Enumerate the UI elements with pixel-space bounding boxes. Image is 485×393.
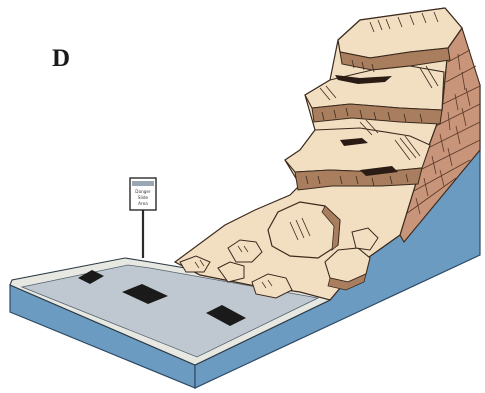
sign-text-line-2: Slide: [138, 195, 149, 200]
road-sign: Danger Slide Area: [130, 178, 156, 258]
sign-text-line-1: Danger: [135, 189, 151, 194]
sign-text-line-3: Area: [138, 201, 148, 206]
panel-label: D: [52, 46, 70, 71]
